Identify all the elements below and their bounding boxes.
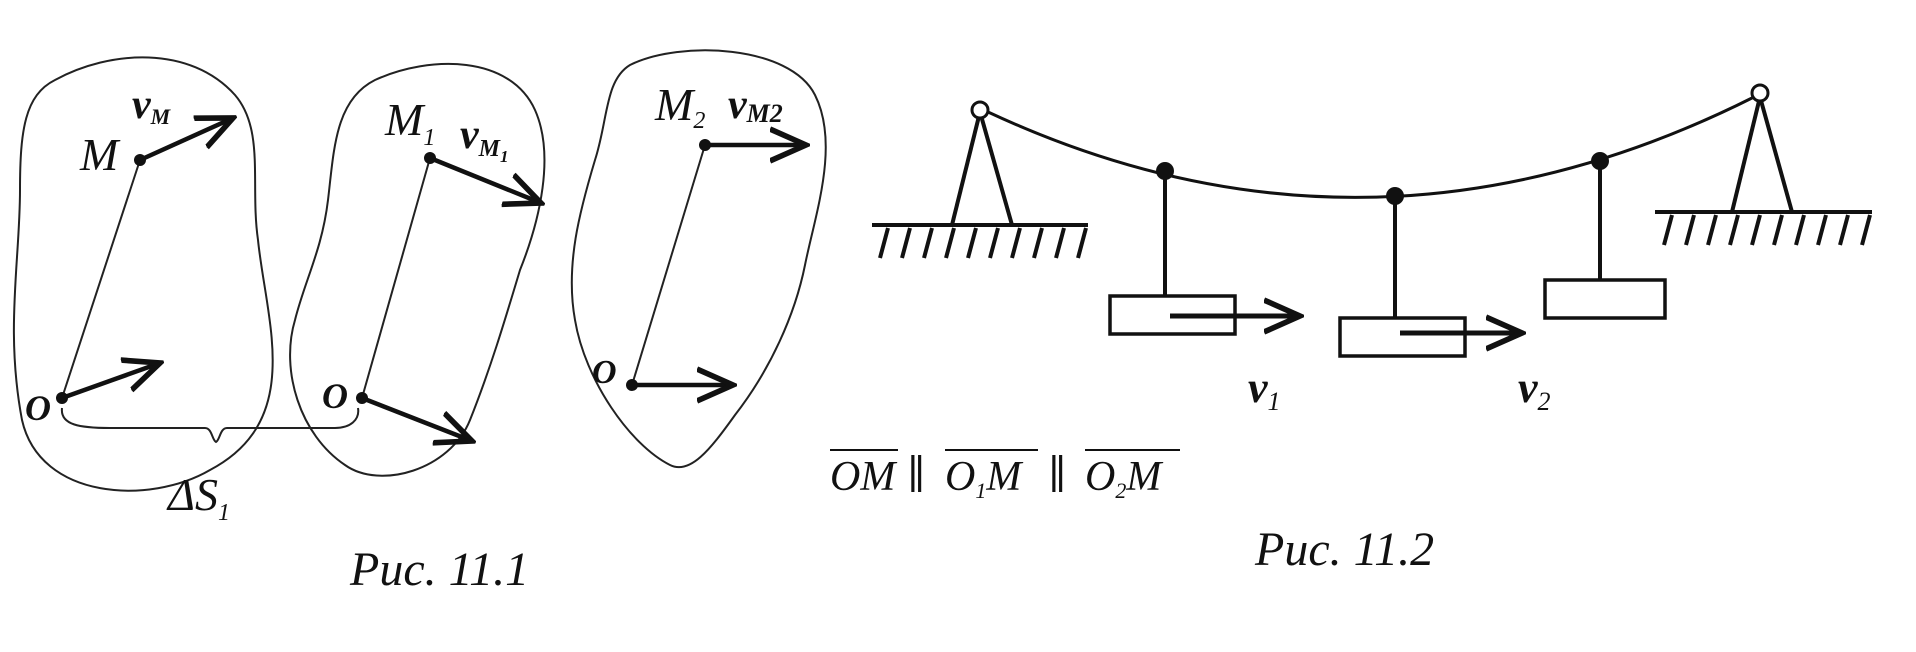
velocity-arrow-vm1 <box>429 155 541 203</box>
relation-sep-1: ∥ <box>907 452 925 497</box>
point-o <box>56 392 68 404</box>
caption-fig-11-2: Рис. 11.2 <box>1254 523 1434 576</box>
left-hinge <box>970 100 990 120</box>
body-3-outline <box>570 49 827 468</box>
svg-text:OM: OM <box>830 454 897 500</box>
radius-vector-om <box>61 159 141 399</box>
hanger-1 <box>1156 162 1174 296</box>
right-hinged-support <box>1655 83 1872 246</box>
relation-sep-2: ∥ <box>1048 452 1066 497</box>
velocity-arrow-vo1 <box>361 395 472 441</box>
label-vm: vM <box>132 82 172 129</box>
hanger-2 <box>1386 187 1404 318</box>
point-m2 <box>699 139 711 151</box>
label-m2: M2 <box>654 79 705 134</box>
body-1-outline <box>12 56 274 492</box>
radius-vector-o2m <box>631 144 706 386</box>
relation-o2m: O2M <box>1085 454 1163 503</box>
bar-2 <box>1338 316 1467 358</box>
right-hinge <box>1750 83 1770 103</box>
label-vm2: vM2 <box>728 82 783 128</box>
figure-11-2: v1 v2 Рис. 11.2 <box>872 83 1872 576</box>
radius-vector-o1m <box>361 157 431 399</box>
displacement-brace: ΔS1 <box>60 407 360 526</box>
velocity-arrow-vo <box>61 363 160 401</box>
relation-o1m: O1M <box>945 454 1023 503</box>
left-ground-hatch <box>878 227 1088 259</box>
rigid-body-1: M O vM <box>12 56 274 492</box>
velocity-arrow-vm <box>139 118 233 163</box>
label-vm1: vM1 <box>460 112 509 166</box>
label-o: O <box>25 388 51 428</box>
point-m <box>134 154 146 166</box>
bar-3 <box>1543 278 1667 320</box>
label-v2: v2 <box>1518 363 1551 416</box>
left-hinged-support <box>872 100 1088 259</box>
right-ground-hatch <box>1662 214 1872 246</box>
rigid-body-2: M1 O vM1 <box>289 62 546 477</box>
body-2-outline <box>289 62 546 477</box>
point-o1 <box>356 392 368 404</box>
point-o2 <box>626 379 638 391</box>
caption-fig-11-1: Рис. 11.1 <box>349 543 529 596</box>
hanger-3 <box>1591 152 1609 280</box>
suspension-cable <box>987 95 1755 199</box>
rigid-body-3: M2 O vM2 <box>570 49 827 468</box>
relation-om: OM <box>830 454 897 500</box>
label-v1: v1 <box>1248 363 1281 416</box>
point-m1 <box>424 152 436 164</box>
label-o2: O <box>592 354 617 391</box>
label-delta-s1: ΔS1 <box>166 469 230 526</box>
label-m: M <box>79 129 121 180</box>
figure-11-1: M O vM ΔS1 M1 O vM1 <box>12 49 1180 596</box>
label-o1: O <box>322 376 348 416</box>
label-m1: M1 <box>384 94 435 151</box>
parallel-relation: OM ∥ O1M ∥ O2M <box>830 449 1180 503</box>
